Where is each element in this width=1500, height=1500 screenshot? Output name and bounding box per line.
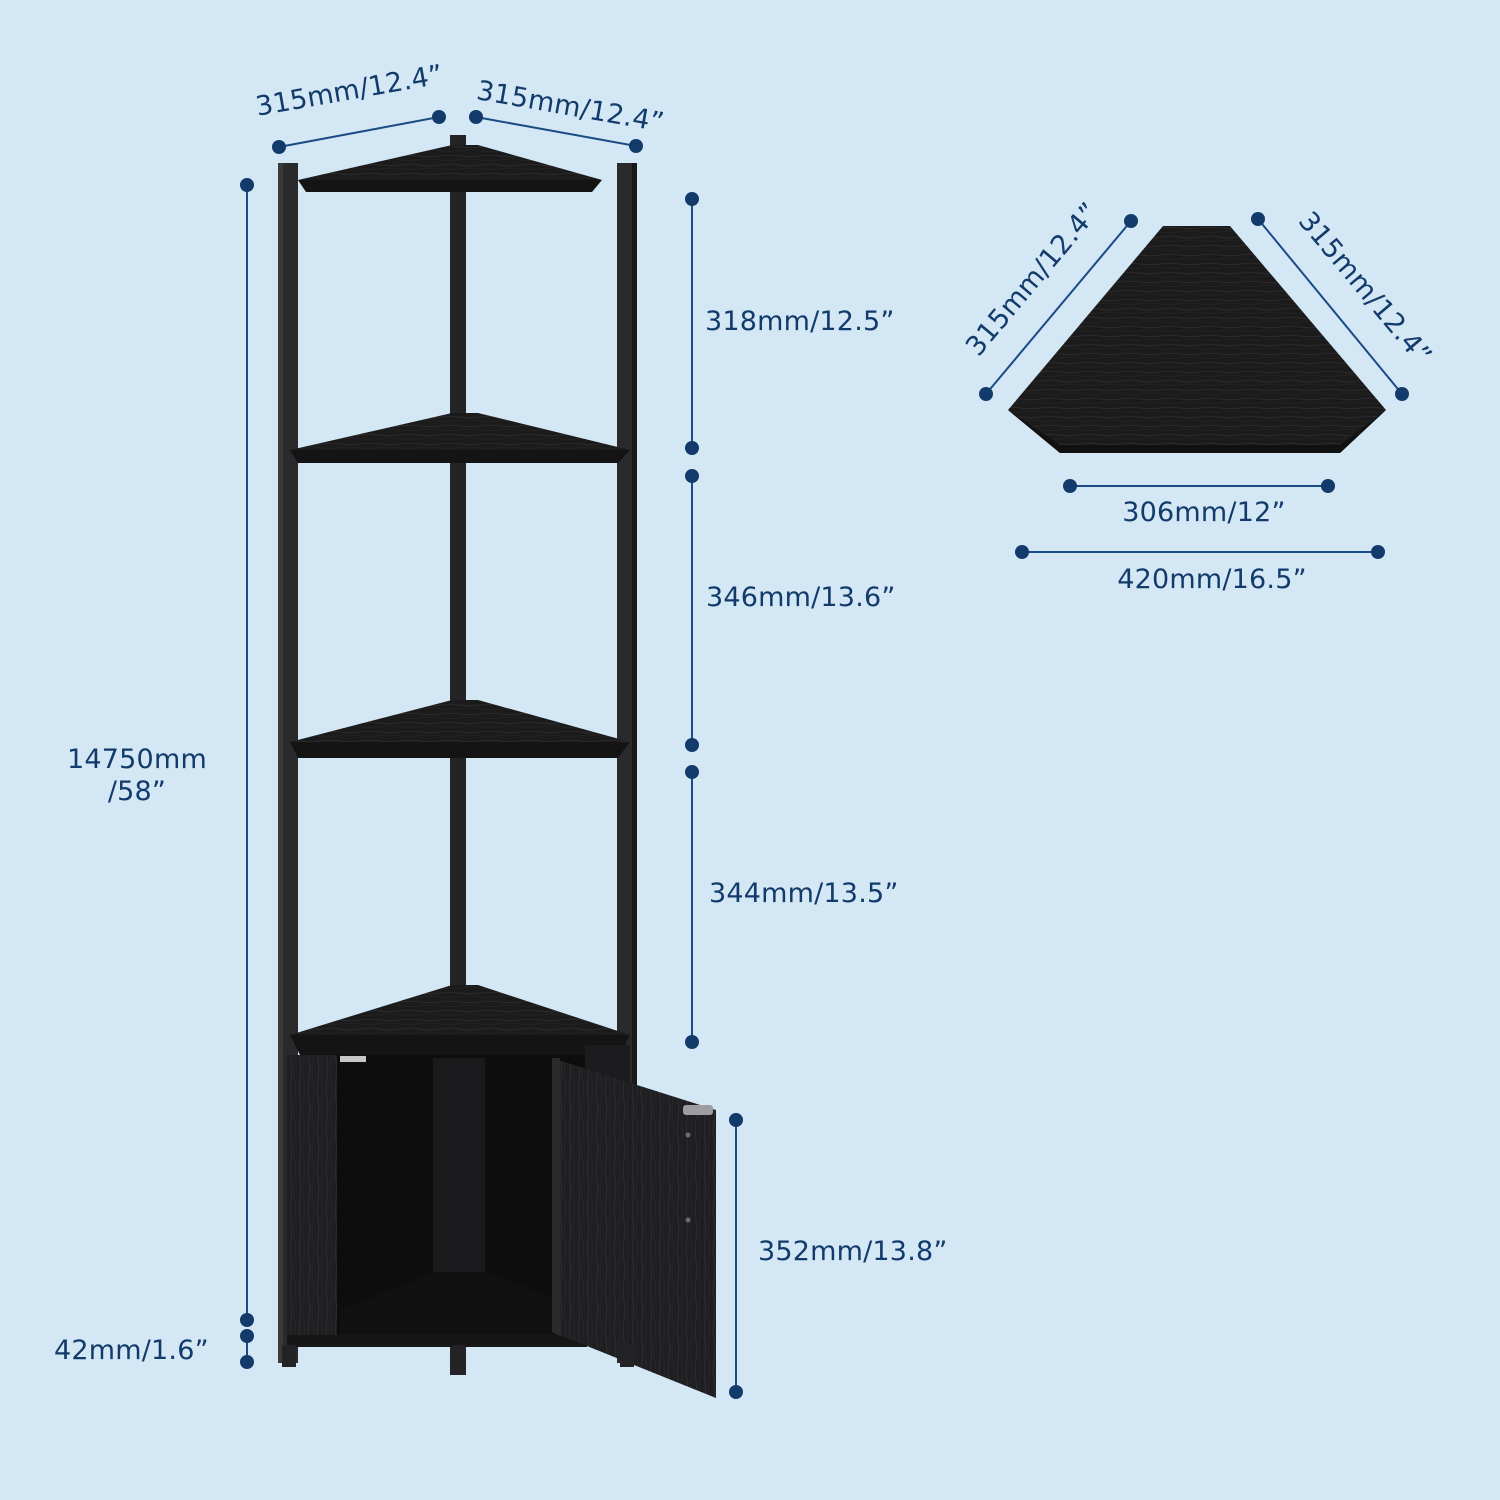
dim-top-left-side (272, 110, 446, 154)
label-foot-height: 42mm/1.6” (54, 1335, 209, 1366)
label-total-height-line1: 14750mm (67, 744, 207, 775)
foot-back (453, 1345, 465, 1375)
dim-total-height (240, 178, 254, 1327)
label-tier2-height: 346mm/13.6” (706, 582, 896, 613)
door-hinge-icon (683, 1105, 713, 1115)
dim-foot-height (240, 1329, 254, 1369)
foot-left (282, 1345, 296, 1367)
dim-tier2-height (685, 469, 699, 752)
shelf-top (298, 145, 602, 192)
shelf-topview-board (1008, 226, 1386, 453)
corner-shelf-unit (278, 135, 716, 1398)
dim-topview-front-edge (1063, 479, 1335, 493)
dim-tier3-height (685, 765, 699, 1049)
label-tier1-height: 318mm/12.5” (705, 306, 895, 337)
dim-topview-right-side (1251, 212, 1409, 401)
shelf-3 (290, 700, 630, 758)
shelf-2 (290, 413, 630, 463)
label-cabinet-height: 352mm/13.8” (758, 1236, 948, 1267)
cabinet-door (552, 1058, 716, 1398)
dim-tier1-height (685, 192, 699, 455)
label-tier3-height: 344mm/13.5” (709, 878, 899, 909)
label-total-height-line2: /58” (107, 776, 167, 807)
dim-top-right-side (469, 110, 643, 153)
label-topview-overall-width: 420mm/16.5” (1117, 564, 1307, 595)
dimension-lines (240, 110, 1409, 1399)
shelf-topview (1008, 226, 1386, 453)
dim-topview-overall-width (1015, 545, 1385, 559)
label-total-height: 14750mm /58” (52, 744, 222, 808)
label-topview-front-edge: 306mm/12” (1122, 497, 1286, 528)
dim-topview-left-side (979, 214, 1138, 401)
foot-right (620, 1345, 634, 1367)
dim-cabinet-height (729, 1113, 743, 1399)
cabinet (282, 985, 716, 1398)
